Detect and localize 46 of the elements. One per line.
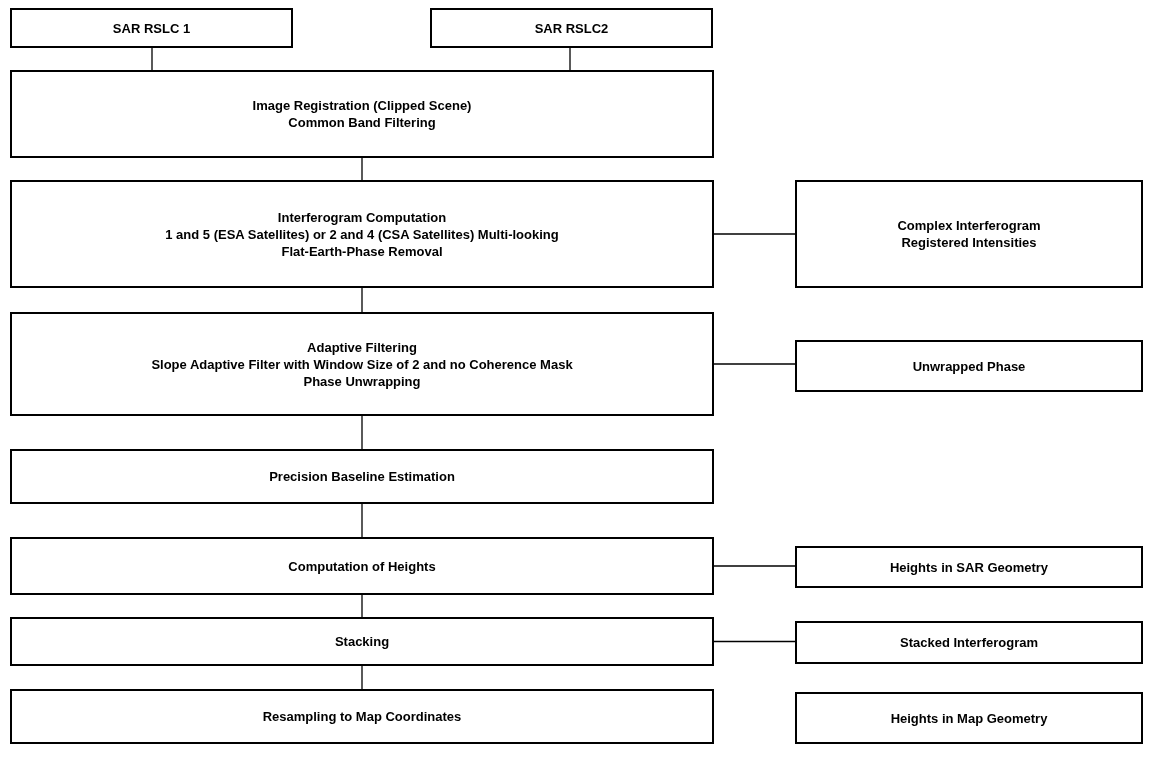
- connector-line: [361, 157, 363, 181]
- box-text: Flat-Earth-Phase Removal: [281, 242, 443, 260]
- box-text: Adaptive Filtering: [307, 338, 417, 356]
- connector-line: [713, 640, 796, 643]
- process-box: [10, 180, 714, 288]
- process-box: [10, 70, 714, 158]
- process-box: [10, 617, 714, 666]
- connector-line: [713, 363, 796, 365]
- box-text: Heights in SAR Geometry: [889, 558, 1049, 576]
- connector-line: [361, 287, 363, 313]
- process-box: [10, 312, 714, 416]
- process-box: [795, 692, 1143, 744]
- process-box: [430, 8, 713, 48]
- process-box: [795, 180, 1143, 288]
- box-text: Stacking: [334, 633, 390, 650]
- box-text: SAR RSLC 1: [112, 19, 191, 37]
- box-text: Heights in Map Geometry: [890, 709, 1048, 727]
- process-box: [795, 340, 1143, 392]
- process-box: [10, 449, 714, 504]
- box-text: 1 and 5 (ESA Satellites) or 2 and 4 (CSA Satellites) Multi-looking: [165, 225, 559, 243]
- connector-line: [361, 665, 363, 690]
- box-text: Registered Intensities: [901, 234, 1037, 251]
- process-box: [795, 621, 1143, 664]
- box-text: Unwrapped Phase: [912, 357, 1026, 375]
- box-text: Common Band Filtering: [288, 114, 436, 131]
- process-box: [10, 537, 714, 595]
- connector-line: [361, 503, 363, 538]
- connector-line: [569, 47, 571, 71]
- connector-line: [713, 233, 796, 235]
- box-text: Complex Interferogram: [897, 217, 1041, 234]
- box-text: Interferogram Computation: [277, 208, 447, 226]
- box-text: SAR RSLC2: [534, 19, 609, 37]
- box-text: Precision Baseline Estimation: [269, 468, 455, 485]
- connector-line: [713, 565, 796, 567]
- connector-line: [151, 47, 153, 71]
- process-box: [795, 546, 1143, 588]
- connector-line: [361, 594, 363, 618]
- box-text: Stacked Interferogram: [900, 634, 1038, 651]
- box-text: Image Registration (Clipped Scene): [252, 97, 472, 114]
- box-text: Slope Adaptive Filter with Window Size of 2 and no Coherence Mask: [151, 355, 573, 373]
- box-text: Phase Unwrapping: [303, 372, 421, 390]
- process-box: [10, 689, 714, 744]
- box-text: Resampling to Map Coordinates: [262, 708, 462, 725]
- connector-line: [361, 415, 363, 450]
- process-box: [10, 8, 293, 48]
- box-text: Computation of Heights: [288, 557, 436, 575]
